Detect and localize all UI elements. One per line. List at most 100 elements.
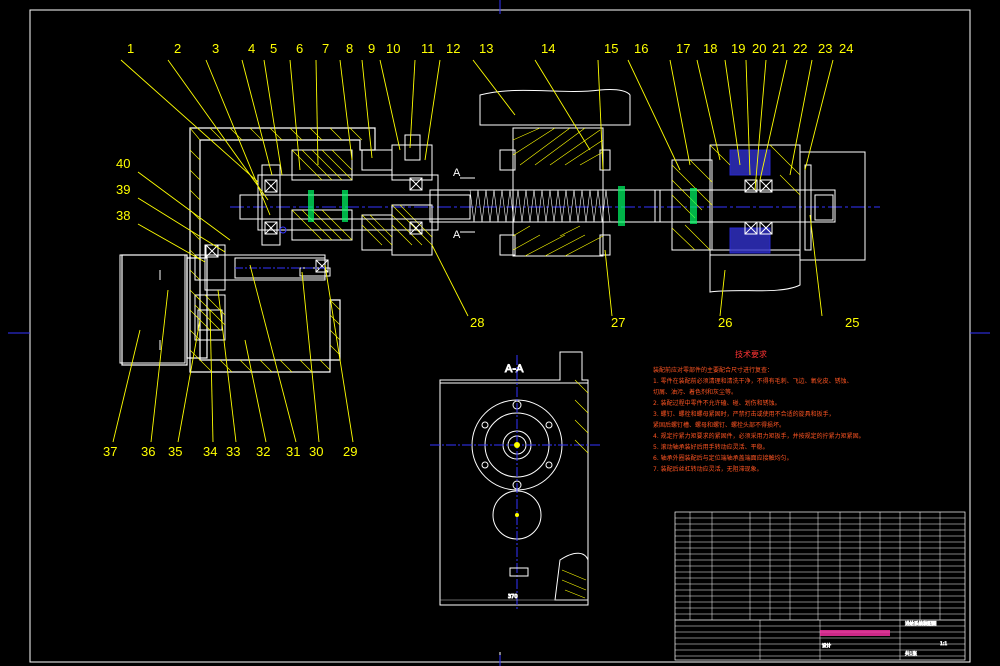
part-label-36: 36 (141, 444, 155, 459)
part-label-21-leader (754, 59, 767, 191)
part-label-8-leader (339, 59, 353, 161)
part-label-9-leader (361, 59, 373, 159)
dimension-label: 370 (508, 594, 518, 600)
part-label-39-leader (137, 197, 226, 253)
part-label-22: 22 (793, 41, 807, 56)
part-label-3-leader (205, 59, 271, 216)
part-label-13: 13 (479, 41, 493, 56)
section-view-aa: A-A 370 (430, 351, 600, 610)
part-label-35-leader (177, 319, 201, 443)
part-label-35: 35 (168, 444, 182, 459)
technical-notes: 技术要求 装配前应对零部件的主要配合尺寸进行复查： 1. 零件在装配前必须清理和… (653, 349, 865, 473)
svg-text:7. 装配后丝杠转动应灵活，无阻滞现象。: 7. 装配后丝杠转动应灵活，无阻滞现象。 (653, 465, 763, 473)
part-label-6: 6 (296, 41, 303, 56)
lower-shaft-group (194, 244, 331, 341)
part-label-27-leader (604, 249, 613, 317)
part-label-29: 29 (343, 444, 357, 459)
part-label-28-leader (431, 244, 469, 317)
part-label-33: 33 (226, 444, 240, 459)
part-label-31-leader (249, 264, 297, 443)
part-label-30-leader (301, 271, 320, 443)
part-label-18: 18 (703, 41, 717, 56)
upper-shaft-group (239, 134, 471, 256)
part-label-7: 7 (322, 41, 329, 56)
part-label-34-leader (209, 309, 214, 443)
section-mark-bottom: A (453, 229, 475, 241)
part-label-22-leader (759, 59, 788, 181)
part-label-33-leader (217, 289, 237, 443)
svg-text:4. 规定拧紧力矩要求的紧固件，必须采用力矩扳手，并按规定的: 4. 规定拧紧力矩要求的紧固件，必须采用力矩扳手，并按规定的拧紧力矩紧固。 (653, 432, 865, 440)
drawing-frame (8, 0, 990, 666)
part-label-36-leader (150, 289, 169, 443)
part-label-9: 9 (368, 41, 375, 56)
part-label-21: 21 (772, 41, 786, 56)
part-label-1: 1 (127, 41, 134, 56)
drawing-title: 进给系统装配图 (905, 620, 937, 627)
screw-nut-block (479, 89, 631, 257)
part-label-14-leader (534, 59, 591, 151)
sheet-count: 共1张 (905, 650, 917, 657)
right-bearing-housing (654, 144, 866, 293)
svg-text:2. 装配过程中零件不允许磕、碰、划伤和锈蚀。: 2. 装配过程中零件不允许磕、碰、划伤和锈蚀。 (653, 399, 781, 407)
part-label-30: 30 (309, 444, 323, 459)
part-label-15: 15 (604, 41, 618, 56)
part-label-38-leader (137, 223, 206, 263)
part-label-7-leader (315, 59, 319, 166)
ball-screw (429, 186, 661, 226)
svg-text:紧固后螺钉槽、螺母和螺钉、螺栓头部不得损坏。: 紧固后螺钉槽、螺母和螺钉、螺栓头部不得损坏。 (653, 421, 785, 429)
part-label-20: 20 (752, 41, 766, 56)
part-label-29-leader (324, 264, 354, 443)
part-label-40: 40 (116, 156, 130, 171)
part-label-10-leader (379, 59, 401, 151)
part-label-16-leader (627, 59, 681, 171)
part-label-17-leader (669, 59, 691, 166)
part-label-32-leader (244, 339, 267, 443)
part-label-2-leader (167, 59, 269, 201)
part-label-26: 26 (718, 315, 732, 330)
part-label-12: 12 (446, 41, 460, 56)
part-label-10: 10 (386, 41, 400, 56)
part-label-19: 19 (731, 41, 745, 56)
part-label-3: 3 (212, 41, 219, 56)
svg-text:5. 滚动轴承装好后用手转动应灵活、平稳。: 5. 滚动轴承装好后用手转动应灵活、平稳。 (653, 443, 769, 451)
part-label-6-leader (289, 59, 301, 171)
part-label-4: 4 (248, 41, 255, 56)
part-label-15-leader (597, 59, 604, 171)
notes-title: 技术要求 (735, 349, 767, 359)
svg-text:3. 螺钉、螺栓和螺母紧固时，严禁打击或使用不合适的旋具和扳: 3. 螺钉、螺栓和螺母紧固时，严禁打击或使用不合适的旋具和扳手， (653, 410, 835, 418)
title-block: 进给系统装配图 1:1 共1张 设计 (674, 511, 966, 661)
part-label-16: 16 (634, 41, 648, 56)
part-label-8: 8 (346, 41, 353, 56)
svg-text:6. 轴承外圈装配后与定位端轴承盖端面应接触均匀。: 6. 轴承外圈装配后与定位端轴承盖端面应接触均匀。 (653, 454, 793, 462)
part-label-25: 25 (845, 315, 859, 330)
svg-text:切屑、油污、着色剂和灰尘等。: 切屑、油污、着色剂和灰尘等。 (653, 388, 737, 396)
part-label-37-leader (112, 329, 141, 443)
part-label-32: 32 (256, 444, 270, 459)
part-label-11: 11 (421, 41, 435, 56)
part-label-28: 28 (470, 315, 484, 330)
part-label-14: 14 (541, 41, 555, 56)
part-label-37: 37 (103, 444, 117, 459)
gearbox-housing (121, 127, 376, 373)
part-label-12-leader (424, 59, 441, 161)
part-label-25-leader (809, 214, 823, 317)
part-label-23-leader (789, 59, 813, 176)
part-label-1-leader (120, 59, 259, 183)
section-mark-top: A (453, 167, 475, 179)
section-view-title: A-A (505, 363, 524, 375)
drawing-scale: 1:1 (940, 641, 947, 647)
part-label-40-leader (137, 171, 231, 241)
svg-text:A: A (453, 167, 461, 179)
part-label-20-leader (745, 59, 751, 176)
part-label-26-leader (719, 269, 726, 317)
part-label-13-leader (472, 59, 516, 116)
part-label-24: 24 (839, 41, 853, 56)
svg-text:装配前应对零部件的主要配合尺寸进行复查：: 装配前应对零部件的主要配合尺寸进行复查： (653, 366, 773, 374)
part-label-17: 17 (676, 41, 690, 56)
part-label-31: 31 (286, 444, 300, 459)
table-highlight: 设计 (822, 642, 831, 649)
part-label-19-leader (724, 59, 741, 166)
svg-text:A: A (453, 229, 461, 241)
